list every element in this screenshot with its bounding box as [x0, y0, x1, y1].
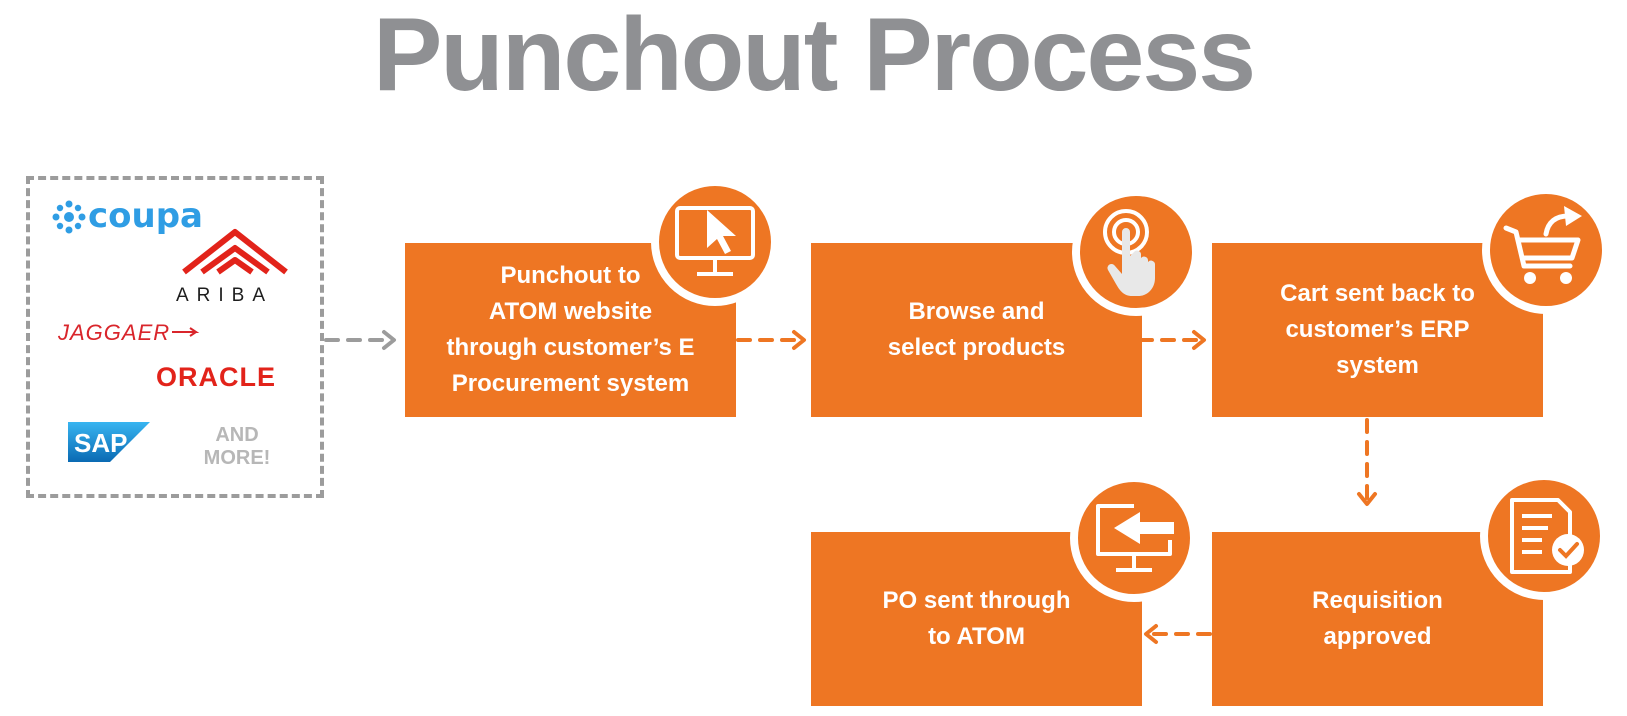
coupa-logo-icon: [52, 200, 86, 234]
step-punchout-label: Punchout to ATOM website through custome…: [446, 262, 695, 397]
monitor-cursor-icon: [675, 206, 755, 276]
step-cart-label: Cart sent back to customer’s ERP system: [1280, 280, 1475, 379]
monitor-arrow-in-icon: [1096, 504, 1174, 572]
vendor-logos-box: coupa ARIBA JAGGAER ORACLE SAP AND MORE!: [26, 176, 324, 498]
step-po-badge: [1070, 474, 1198, 602]
touch-hand-icon: [1103, 209, 1156, 296]
step-cart-badge: [1482, 186, 1610, 314]
connector-step1-to-step2: [736, 330, 806, 350]
coupa-logo-text: coupa: [88, 196, 203, 236]
ariba-logo-icon: [182, 229, 288, 275]
step-requisition-badge: [1480, 472, 1608, 600]
step-punchout-badge: [651, 178, 779, 306]
sap-logo-text: SAP: [74, 428, 127, 458]
connector-step3-to-step4: [1357, 418, 1377, 506]
step-browse-label: Browse and select products: [887, 298, 1066, 361]
connector-vendors-to-step1: [324, 330, 396, 350]
step-browse-box: Browse and select products: [811, 243, 1142, 417]
step-po-label: PO sent through to ATOM: [882, 587, 1071, 650]
connector-step4-to-step5: [1144, 624, 1212, 644]
page-title: Punchout Process: [372, 0, 1256, 113]
step-requisition-label: Requisition approved: [1312, 587, 1443, 650]
oracle-logo-text: ORACLE: [156, 362, 276, 392]
step-browse-badge: [1072, 188, 1200, 316]
connector-step2-to-step3: [1138, 330, 1206, 350]
jaggaer-logo-text: JAGGAER: [58, 320, 171, 345]
document-check-icon: [1510, 498, 1584, 574]
and-more-label: AND MORE!: [203, 424, 271, 469]
sap-logo-icon: SAP: [68, 422, 150, 462]
cart-return-icon: [1503, 206, 1582, 284]
jaggaer-swoosh-icon: [172, 327, 200, 337]
ariba-logo-text: ARIBA: [176, 285, 274, 306]
